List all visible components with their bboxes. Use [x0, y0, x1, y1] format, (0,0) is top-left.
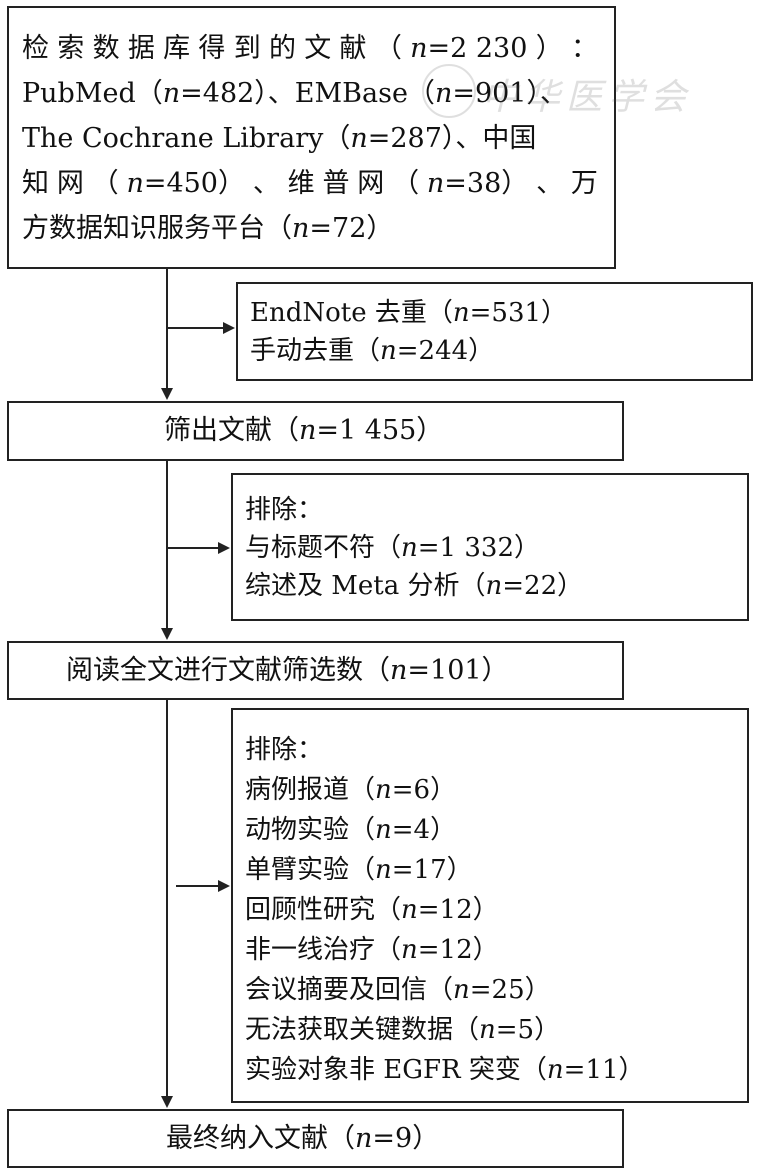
- exclusion-review-meta: 综述及 Meta 分析（n=22）: [245, 571, 584, 601]
- records-identified-box: 检索数据库得到的文献（n=2 230）： PubMed（n=482）、EMBas…: [7, 6, 616, 269]
- exclusion-item: 实验对象非 EGFR 突变（n=11）: [245, 1055, 645, 1085]
- screening-exclusion-box: 排除： 与标题不符（n=1 332） 综述及 Meta 分析（n=22）: [231, 473, 749, 621]
- exclusion-item: 病例报道（n=6）: [245, 775, 457, 805]
- dedup-manual: 手动去重（n=244）: [250, 336, 495, 366]
- exclusion-heading: 排除：: [245, 735, 324, 765]
- full-text-exclusion-box: 排除： 病例报道（n=6） 动物实验（n=4） 单臂实验（n=17） 回顾性研究…: [231, 708, 749, 1103]
- exclusion-title-mismatch: 与标题不符（n=1 332）: [245, 533, 540, 563]
- watermark-text: 中华医学会: [482, 77, 693, 118]
- full-text-assessed-box: 阅读全文进行文献筛选数（n=101）: [7, 641, 624, 700]
- publisher-watermark: 中华医学会: [422, 64, 712, 118]
- records-line-5: 方数据知识服务平台（n=72）: [22, 213, 394, 244]
- exclusion-item: 非一线治疗（n=12）: [245, 935, 499, 965]
- duplicates-removed-box: EndNote 去重（n=531） 手动去重（n=244）: [236, 282, 753, 381]
- exclusion-item: 会议摘要及回信（n=25）: [245, 975, 551, 1005]
- records-screened-box: 筛出文献（n=1 455）: [7, 401, 624, 461]
- records-line-4: 知网（n=450）、维普网（n=38）、万: [22, 168, 598, 199]
- watermark-seal-icon: [422, 64, 476, 118]
- exclusion-item: 回顾性研究（n=12）: [245, 895, 499, 925]
- exclusion-item: 动物实验（n=4）: [245, 815, 457, 845]
- exclusion-heading: 排除：: [245, 495, 324, 525]
- records-line-3: The Cochrane Library（n=287）、中国: [22, 123, 537, 154]
- records-line-1: 检索数据库得到的文献（n=2 230）：: [22, 33, 598, 64]
- exclusion-item: 无法获取关键数据（n=5）: [245, 1015, 561, 1045]
- exclusion-item: 单臂实验（n=17）: [245, 855, 473, 885]
- dedup-endnote: EndNote 去重（n=531）: [250, 298, 568, 328]
- studies-included-box: 最终纳入文献（n=9）: [7, 1109, 624, 1168]
